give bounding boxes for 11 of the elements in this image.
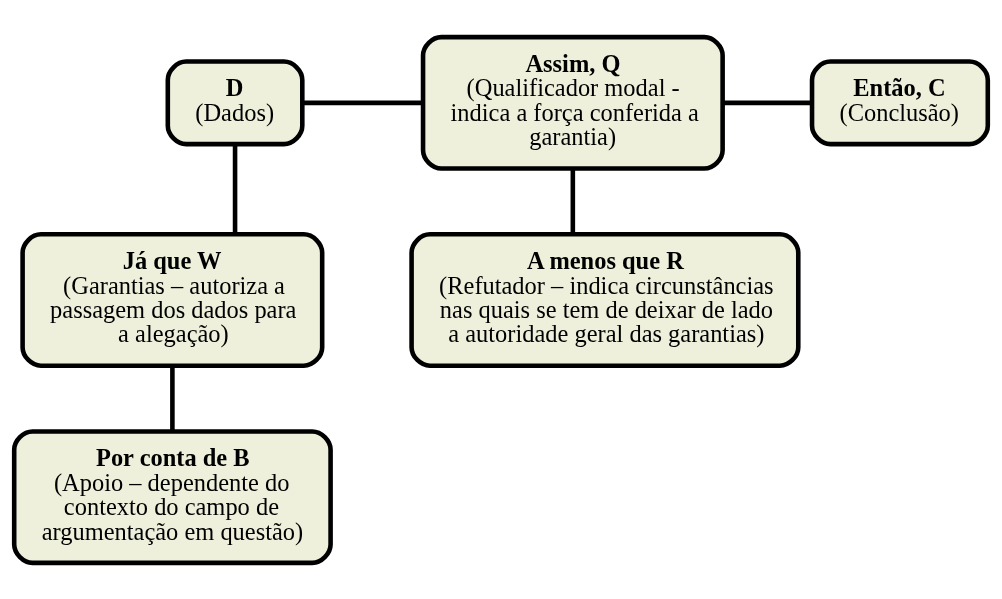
connector [302,100,424,105]
node-box: A menos que R (Refutador – indica circunstâncias nas quais se tem de deixar de lado a autoridade geral das garantias) [409,231,801,368]
node-box: Assim, Q (Qualificador modal - indica a força conferida a garantia) [420,34,725,171]
connector [170,365,175,431]
node-box: Por conta de B (Apoio – dependente do contexto do campo de argumentação em questão) [11,428,333,565]
connector [232,143,238,234]
node-box: Já que W (Garantias – autoriza a passagem dos dados para a alegação) [20,231,325,368]
node-box: Então, C (Conclusão) [809,58,991,146]
node-box: D (Dados) [165,58,305,146]
connector [570,168,576,234]
connector [722,100,812,105]
